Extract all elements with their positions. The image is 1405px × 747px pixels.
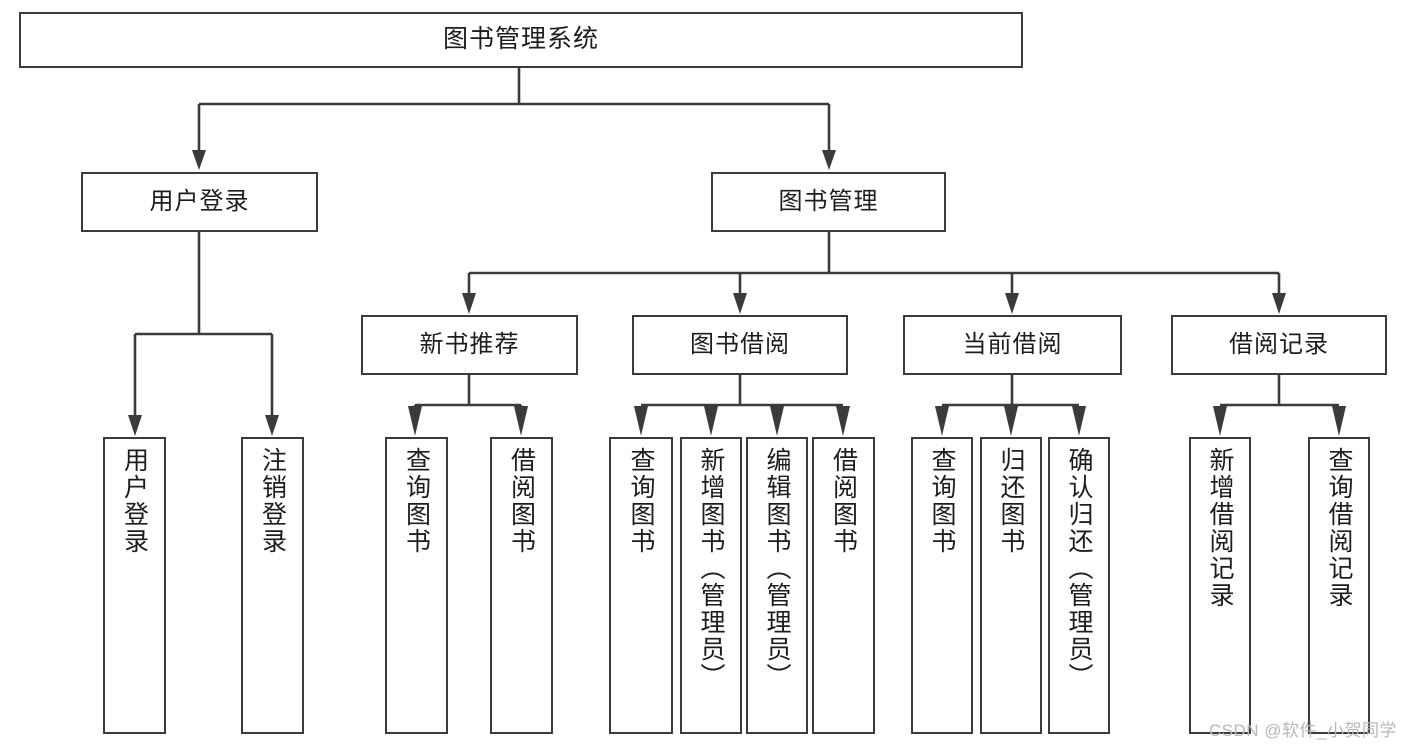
arrowhead [822, 150, 836, 170]
arrowhead [935, 406, 949, 436]
leaf-label: 新增借阅记录 [1206, 447, 1234, 609]
leaf-new-book-query[interactable]: 查询图书 [385, 437, 448, 734]
node-user-login-label: 用户登录 [149, 187, 250, 215]
arrowhead [1072, 406, 1086, 436]
leaf-label: 查询借阅记录 [1325, 447, 1353, 609]
arrowhead [265, 415, 279, 436]
arrowhead [1004, 406, 1018, 436]
arrowhead [514, 406, 528, 436]
leaf-label: 注销登录 [258, 447, 287, 555]
leaf-label: 借阅图书 [829, 447, 858, 555]
watermark: CSDN @软件_小贺同学 [1208, 721, 1397, 740]
node-new-book-recommend[interactable]: 新书推荐 [361, 315, 578, 375]
arrowhead [192, 150, 206, 170]
leaf-label: 编辑图书（管理员） [763, 447, 791, 690]
leaf-label: 归还图书 [997, 447, 1025, 555]
node-borrow-record-label: 借阅记录 [1229, 330, 1329, 358]
arrowhead [770, 406, 784, 436]
leaf-label: 查询图书 [928, 447, 956, 555]
leaf-book-borrow-query[interactable]: 查询图书 [609, 437, 673, 734]
leaf-book-borrow-edit[interactable]: 编辑图书（管理员） [746, 437, 808, 734]
node-user-login[interactable]: 用户登录 [81, 172, 318, 232]
node-book-management-label: 图书管理 [778, 187, 879, 215]
leaf-label: 借阅图书 [507, 447, 536, 555]
arrowhead [836, 406, 850, 436]
leaf-book-borrow-borrow[interactable]: 借阅图书 [812, 437, 875, 734]
node-root[interactable]: 图书管理系统 [19, 12, 1023, 68]
leaf-label: 用户登录 [120, 447, 149, 555]
leaf-current-borrow-return[interactable]: 归还图书 [980, 437, 1042, 734]
node-book-management[interactable]: 图书管理 [711, 172, 946, 232]
arrowhead [733, 293, 747, 314]
leaf-label: 查询图书 [402, 447, 431, 555]
leaf-current-borrow-query[interactable]: 查询图书 [911, 437, 973, 734]
arrowhead [462, 293, 476, 314]
leaf-label: 确认归还（管理员） [1065, 447, 1093, 690]
node-root-label: 图书管理系统 [442, 25, 599, 54]
node-current-borrow[interactable]: 当前借阅 [903, 315, 1122, 375]
node-borrow-record[interactable]: 借阅记录 [1171, 315, 1387, 375]
leaf-label: 新增图书（管理员） [697, 447, 725, 690]
leaf-label: 查询图书 [627, 447, 655, 555]
leaf-book-borrow-add[interactable]: 新增图书（管理员） [680, 437, 742, 734]
node-book-borrow-label: 图书借阅 [690, 330, 790, 358]
leaf-borrow-record-query[interactable]: 查询借阅记录 [1308, 437, 1370, 734]
arrowhead [704, 406, 718, 436]
node-new-book-recommend-label: 新书推荐 [419, 330, 520, 358]
arrowhead [1332, 406, 1346, 436]
node-current-borrow-label: 当前借阅 [962, 330, 1063, 358]
arrowhead [1213, 406, 1227, 436]
arrowhead [1005, 293, 1019, 314]
leaf-user-login-login[interactable]: 用户登录 [103, 437, 166, 734]
leaf-new-book-borrow[interactable]: 借阅图书 [490, 437, 553, 734]
arrowhead [1272, 293, 1286, 314]
arrowhead [634, 406, 648, 436]
leaf-borrow-record-add[interactable]: 新增借阅记录 [1189, 437, 1251, 734]
leaf-user-login-logout[interactable]: 注销登录 [241, 437, 304, 734]
arrowhead [128, 415, 142, 436]
arrowhead [408, 406, 422, 436]
leaf-current-borrow-confirm[interactable]: 确认归还（管理员） [1048, 437, 1110, 734]
node-book-borrow[interactable]: 图书借阅 [632, 315, 848, 375]
